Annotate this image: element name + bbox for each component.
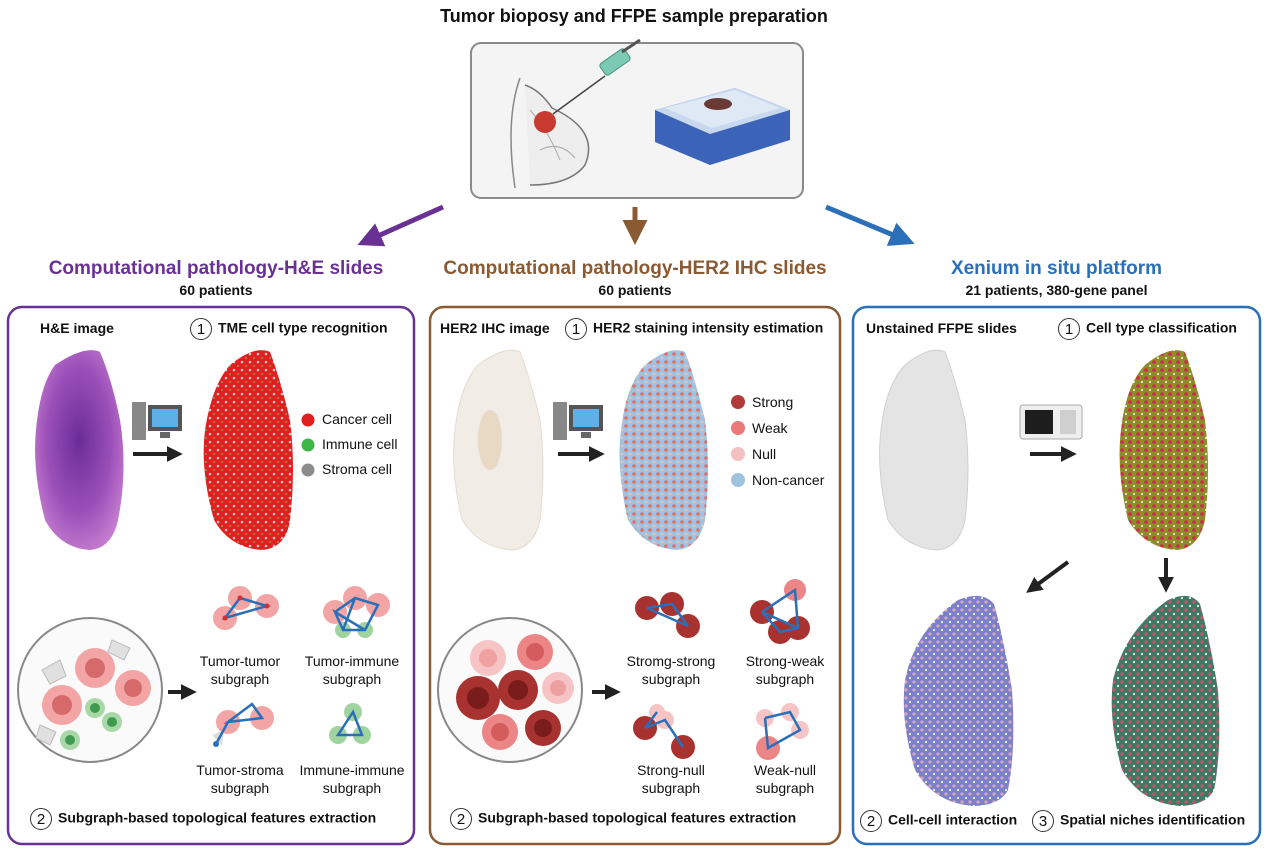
subgraph-word: subgraph	[755, 671, 815, 687]
subgraph-word: subgraph	[322, 671, 382, 687]
xenium-step2: 2 Cell-cell interaction	[860, 810, 1017, 832]
legend-dot-strong	[731, 395, 745, 409]
panel-ihc-border	[428, 305, 842, 846]
arrow-to-xenium	[825, 204, 915, 246]
subgraph-label: Strong-weak subgraph	[730, 652, 840, 688]
breast-biopsy-illustration	[510, 38, 641, 189]
xenium-niche-map	[1111, 595, 1220, 806]
arrow-to-he	[357, 204, 445, 247]
subgraph-label: Strong-null subgraph	[616, 761, 726, 797]
subgraph-name: Weak-null	[754, 762, 816, 778]
subgraph-word: subgraph	[210, 671, 270, 687]
panel-he-subtitle: 60 patients	[179, 282, 253, 298]
xenium-celltype-map	[1119, 350, 1208, 550]
step-number: 2	[860, 810, 882, 832]
legend-cancer-label: Cancer cell	[322, 411, 393, 427]
xenium-unstained-slide	[879, 349, 969, 551]
he-image-label: H&E image	[40, 320, 114, 336]
xenium-step2-label: Cell-cell interaction	[888, 811, 1018, 828]
subgraph-tumor-immune-glyph	[323, 586, 390, 638]
legend-dot-weak	[731, 421, 745, 435]
subgraph-name: Tumor-immune	[304, 653, 400, 669]
subgraph-name: Stromg-strong	[626, 653, 716, 669]
xenium-instrument-icon	[1019, 404, 1083, 440]
legend-immune-label: Immune cell	[322, 436, 398, 452]
subgraph-label: Tumor-stroma subgraph	[190, 761, 290, 797]
subgraph-word: subgraph	[755, 780, 815, 796]
subgraph-word: subgraph	[641, 671, 701, 687]
subgraph-strong-null-glyph	[633, 704, 695, 759]
step-number: 1	[190, 318, 212, 340]
computer-icon-ihc	[553, 402, 603, 440]
panel-xenium-title: Xenium in situ platform	[950, 258, 1163, 279]
xenium-interaction-map	[903, 595, 1014, 806]
panel-he-title: Computational pathology-H&E slides	[48, 258, 384, 279]
xenium-step1: 1 Cell type classification	[1058, 318, 1237, 340]
legend-strong-label: Strong	[752, 394, 794, 410]
panel-xenium-subtitle: 21 patients, 380-gene panel	[965, 282, 1148, 298]
subgraph-word: subgraph	[641, 780, 701, 796]
xenium-step3: 3 Spatial niches identification	[1032, 810, 1245, 832]
legend-dot-stroma	[301, 463, 315, 477]
subgraph-word: subgraph	[210, 780, 270, 796]
ihc-cells	[456, 634, 574, 750]
subgraph-name: Immune-immune	[299, 762, 405, 778]
step-number: 2	[450, 808, 472, 830]
subgraph-immune-immune-glyph	[329, 703, 371, 744]
subgraph-label: Weak-null subgraph	[730, 761, 840, 797]
legend-dot-cancer	[301, 413, 315, 427]
page-title: Tumor bioposy and FFPE sample preparatio…	[440, 6, 828, 26]
he-step1: 1 TME cell type recognition	[190, 318, 388, 340]
he-cells	[35, 639, 151, 750]
subgraph-tumor-stroma-glyph	[212, 702, 274, 747]
xenium-step1-label: Cell type classification	[1086, 319, 1237, 336]
subgraph-word: subgraph	[322, 780, 382, 796]
ihc-image-label: HER2 IHC image	[440, 320, 550, 336]
legend-stroma-label: Stroma cell	[322, 461, 393, 477]
ihc-step1: 1 HER2 staining intensity estimation	[565, 318, 823, 340]
he-celltype-map	[203, 350, 293, 550]
subgraph-name: Tumor-stroma	[196, 762, 284, 778]
ihc-intensity-map	[619, 350, 708, 550]
ihc-step2: 2 Subgraph-based topological features ext…	[450, 808, 796, 830]
step-number: 3	[1032, 810, 1054, 832]
step-number: 2	[30, 808, 52, 830]
step-number: 1	[565, 318, 587, 340]
subgraph-weak-null-glyph	[756, 703, 809, 760]
subgraph-tumor-tumor-glyph	[213, 586, 279, 630]
legend-noncancer-label: Non-cancer	[752, 472, 825, 488]
computer-icon-he	[132, 402, 182, 440]
step-number: 1	[1058, 318, 1080, 340]
legend-dot-null	[731, 447, 745, 461]
panel-xenium-border	[851, 305, 1262, 846]
subgraph-label: Immune-immune subgraph	[296, 761, 408, 797]
ihc-step1-label: HER2 staining intensity estimation	[593, 319, 824, 336]
panel-ihc-subtitle: 60 patients	[598, 282, 672, 298]
ihc-step2-label: Subgraph-based topological features extr…	[478, 809, 797, 826]
subgraph-name: Strong-null	[637, 762, 705, 778]
legend-dot-immune	[301, 438, 315, 452]
subgraph-strong-strong-glyph	[635, 592, 700, 638]
subgraph-label: Tumor-immune subgraph	[302, 652, 402, 688]
xenium-image-label: Unstained FFPE slides	[866, 320, 1017, 336]
he-step2-label: Subgraph-based topological features extr…	[58, 809, 377, 826]
subgraph-strong-weak-glyph	[750, 579, 810, 644]
he-step2: 2 Subgraph-based topological features ext…	[30, 808, 376, 830]
xenium-step3-label: Spatial niches identification	[1060, 811, 1246, 828]
subgraph-name: Strong-weak	[745, 653, 825, 669]
arrow-xenium-2	[1026, 560, 1070, 593]
he-tissue-image	[35, 350, 124, 550]
legend-dot-noncancer	[731, 473, 745, 487]
panel-ihc-title: Computational pathology-HER2 IHC slides	[443, 258, 827, 279]
subgraph-name: Tumor-tumor	[199, 653, 281, 669]
he-step1-label: TME cell type recognition	[218, 319, 388, 336]
panel-he-border	[6, 305, 416, 846]
legend-weak-label: Weak	[752, 420, 788, 436]
subgraph-label: Tumor-tumor subgraph	[190, 652, 290, 688]
ffpe-block-illustration	[655, 88, 790, 165]
subgraph-label: Stromg-strong subgraph	[616, 652, 726, 688]
legend-null-label: Null	[752, 446, 777, 462]
